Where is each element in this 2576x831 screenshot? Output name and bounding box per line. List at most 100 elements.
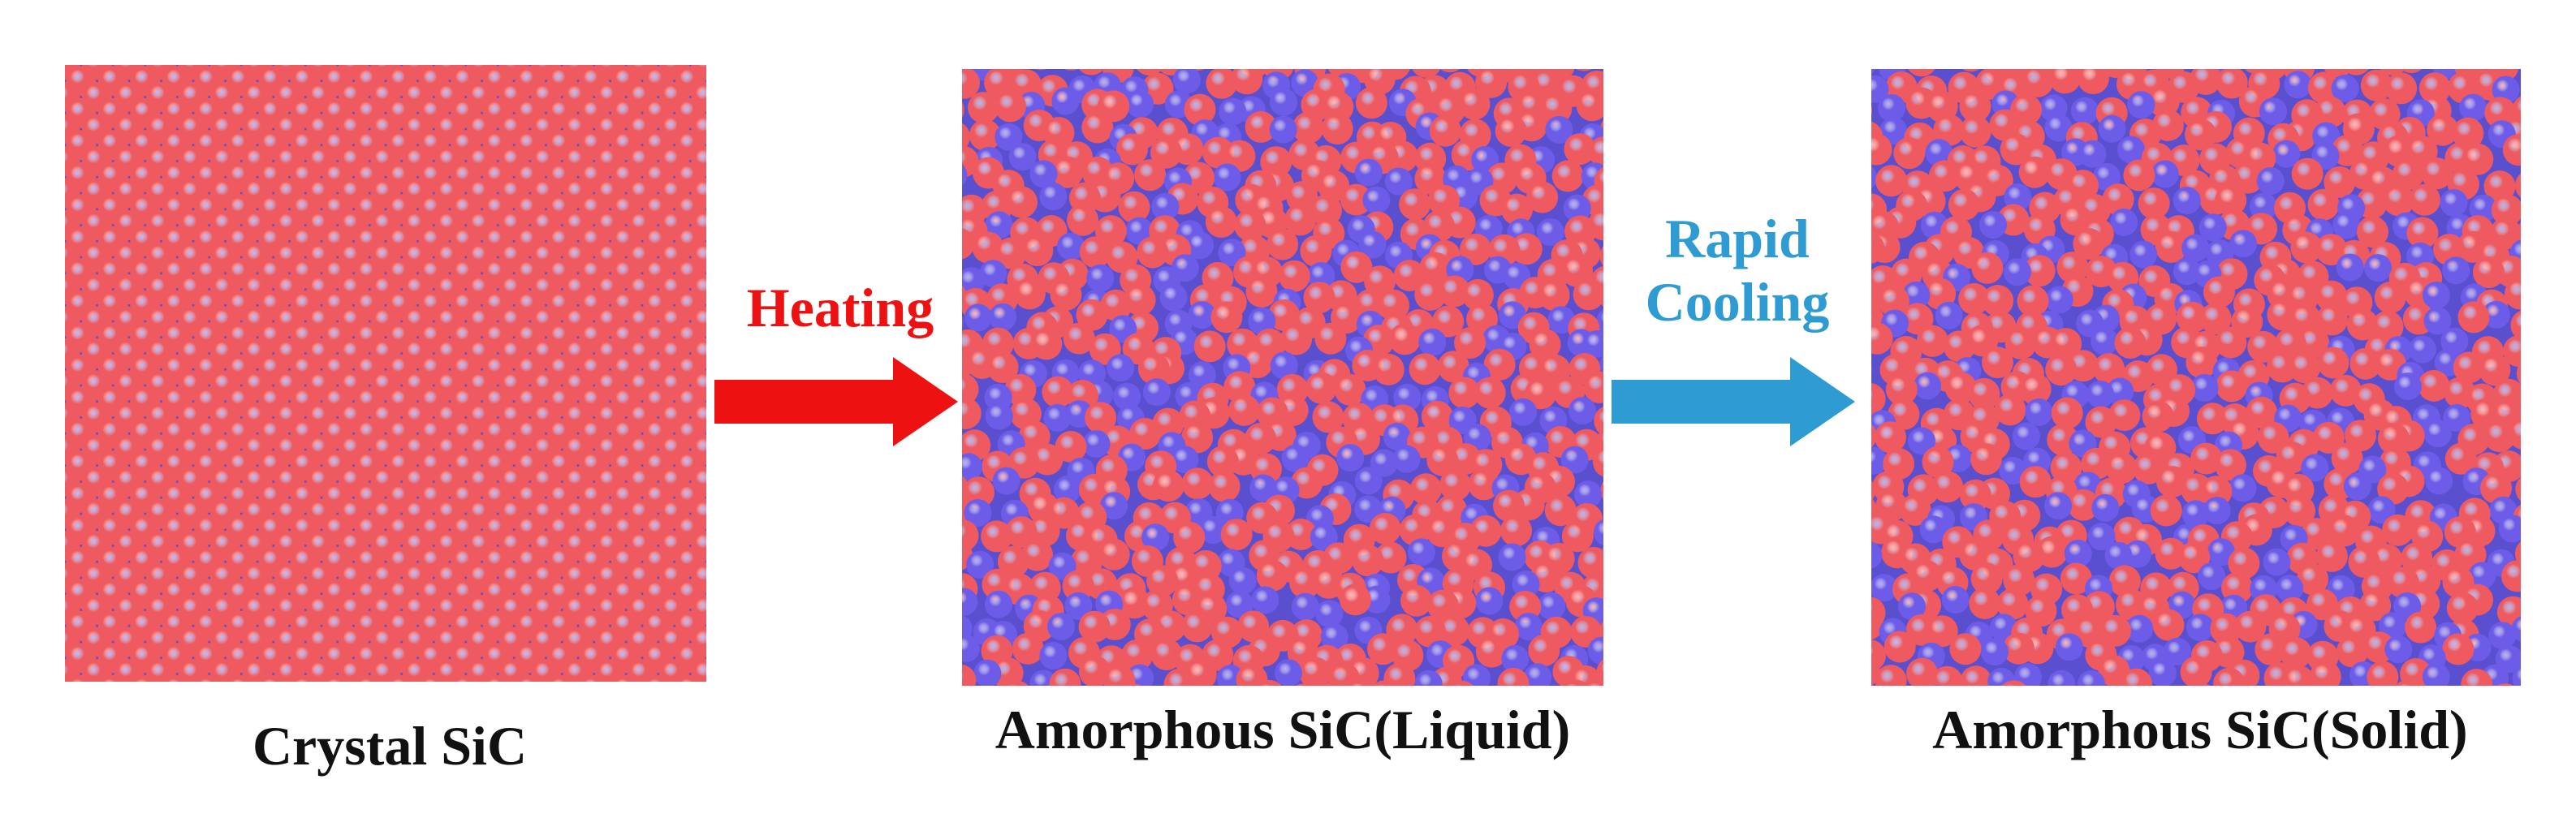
carbon-atom [1107,354,1135,382]
carbon-atom [1151,192,1180,221]
silicon-atom [1348,678,1374,686]
silicon-atom [2050,328,2082,360]
silicon-atom [1181,467,1214,500]
carbon-atom [2004,183,2032,211]
silicon-atom [1340,183,1372,216]
silicon-atom [1206,69,1238,99]
carbon-atom [2443,403,2471,432]
carbon-atom [1141,523,1170,552]
silicon-atom [994,90,1026,123]
silicon-atom [1426,444,1459,476]
silicon-atom [1583,371,1603,403]
silicon-atom [1004,373,1037,406]
silicon-atom [1931,665,1963,686]
silicon-atom [325,674,351,682]
silicon-atom [2002,632,2034,665]
silicon-atom [2405,611,2437,644]
carbon-atom [1269,115,1297,144]
silicon-atom [1948,188,1980,221]
silicon-atom [114,659,145,682]
silicon-atom [2003,564,2035,596]
silicon-atom [962,398,982,429]
carbon-atom [985,402,1013,430]
carbon-atom [1218,239,1246,267]
silicon-atom [1588,136,1603,168]
silicon-atom [1300,235,1332,267]
silicon-atom [1495,115,1527,147]
carbon-atom [2332,211,2361,239]
silicon-atom [1181,610,1213,643]
silicon-atom [2309,661,2341,686]
silicon-atom [1006,186,1038,218]
carbon-atom [1587,636,1603,665]
carbon-atom [1941,586,1970,614]
silicon-atom [2374,282,2406,314]
carbon-atom [1159,283,1188,312]
silicon-atom [1439,69,1461,73]
silicon-atom [1305,372,1337,404]
carbon-atom [2127,91,2155,119]
silicon-atom [1076,299,1108,331]
carbon-atom [2012,422,2040,450]
amorphous-solid-caption: Amorphous SiC(Solid) [1932,699,2468,760]
silicon-atom [1439,469,1471,502]
carbon-atom [2078,670,2105,686]
carbon-atom [1064,592,1093,620]
silicon-atom [2150,494,2182,527]
carbon-atom [1568,397,1596,425]
silicon-atom [2510,310,2521,341]
silicon-atom [2123,159,2155,192]
silicon-atom [2114,327,2147,359]
carbon-atom [2117,136,2146,164]
silicon-atom [2004,327,2037,360]
carbon-atom [1538,592,1566,620]
carbon-atom [985,211,1013,239]
carbon-atom [1186,231,1215,260]
silicon-atom [2214,449,2246,481]
silicon-atom [1563,679,1589,686]
silicon-atom [1529,329,1561,360]
silicon-atom [1599,246,1603,267]
silicon-atom [2282,665,2315,686]
silicon-atom [2504,278,2521,310]
silicon-atom [2266,351,2298,383]
silicon-atom [1012,632,1044,665]
silicon-atom [1598,283,1603,307]
silicon-atom [1137,352,1170,385]
silicon-atom [1124,683,1141,686]
silicon-atom [1205,206,1237,238]
silicon-atom [2515,476,2521,502]
carbon-atom [1462,664,1491,686]
silicon-atom [2457,301,2490,334]
silicon-atom [2297,563,2329,596]
silicon-atom [2444,442,2477,475]
silicon-atom [2349,347,2382,380]
silicon-atom [2336,635,2368,668]
silicon-atom [2409,183,2440,216]
carbon-atom [1172,69,1201,94]
carbon-atom [1113,382,1141,411]
carbon-atom [2512,665,2521,686]
silicon-atom [1173,521,1206,553]
carbon-atom [964,499,992,527]
silicon-atom [1561,520,1594,553]
carbon-atom [1545,115,1573,144]
silicon-atom [2284,495,2315,527]
silicon-atom [531,659,561,682]
carbon-atom [962,453,983,481]
carbon-atom [1501,644,1530,673]
silicon-atom [2392,158,2424,191]
silicon-atom [1399,514,1431,546]
silicon-atom [581,674,607,682]
silicon-atom [1875,165,1908,197]
silicon-atom [1428,184,1461,217]
silicon-atom [2348,545,2380,578]
silicon-atom [1528,635,1560,666]
silicon-atom [2298,326,2330,359]
silicon-atom [2332,134,2363,166]
silicon-atom [2060,562,2092,595]
carbon-atom [1039,641,1068,670]
silicon-atom [1031,443,1064,476]
silicon-atom [498,659,529,682]
silicon-atom [1389,323,1421,355]
